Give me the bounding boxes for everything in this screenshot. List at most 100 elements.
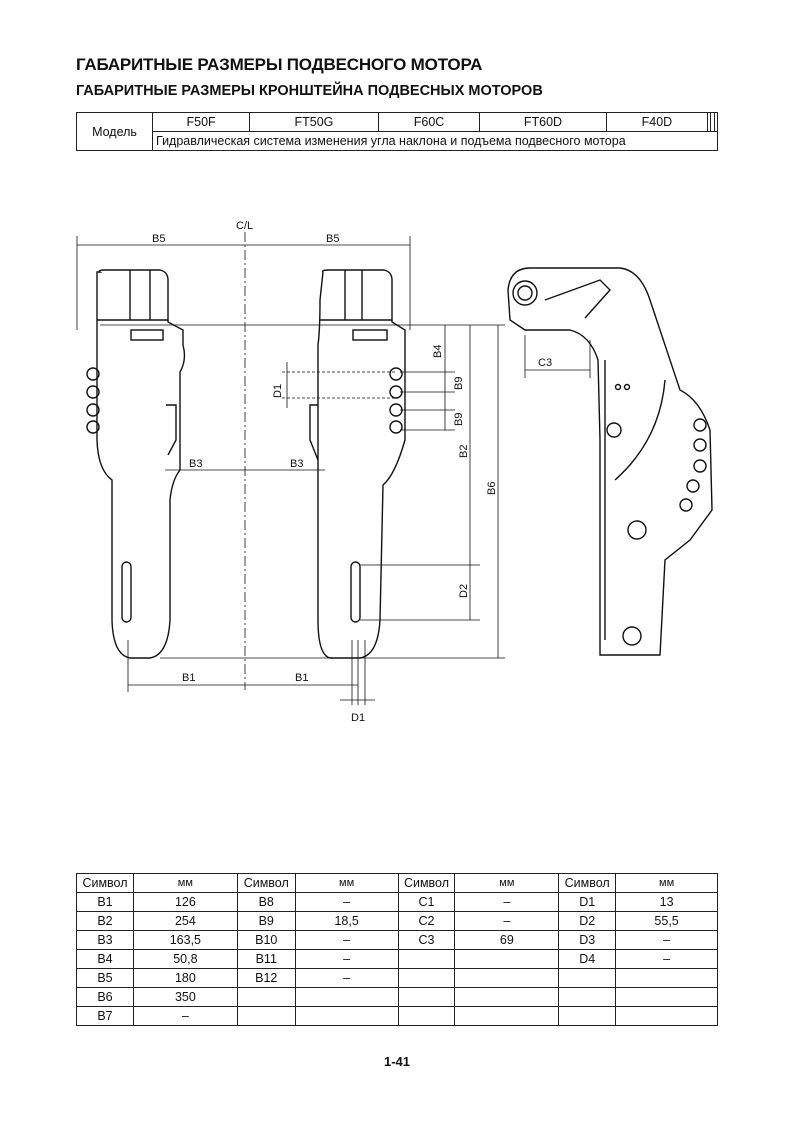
value-cell <box>454 968 560 988</box>
dim-label-b9: B9 <box>453 377 465 390</box>
symbol-cell: B11 <box>236 949 296 969</box>
value-cell: – <box>294 949 399 969</box>
table-row: B7– <box>76 1006 718 1026</box>
dim-label-d1: D1 <box>351 712 365 724</box>
centerline-label: C/L <box>236 220 253 232</box>
model-table: Модель F50F FT50G F60C FT60D F40D Гидрав… <box>76 112 719 151</box>
value-cell <box>454 1006 560 1026</box>
value-cell <box>454 949 560 969</box>
column-header: Символ <box>397 873 456 893</box>
value-cell: – <box>454 892 560 912</box>
symbol-cell: C3 <box>397 930 456 950</box>
value-cell: 18,5 <box>294 911 399 931</box>
column-header: Символ <box>236 873 296 893</box>
symbol-cell <box>558 987 617 1007</box>
column-header: Символ <box>76 873 134 893</box>
model-label: Модель <box>76 112 153 151</box>
bracket-front-left <box>86 269 186 659</box>
column-header: мм <box>454 873 560 893</box>
dim-label-b5: B5 <box>152 233 165 245</box>
bracket-front-right <box>309 269 406 659</box>
dim-label-c3: C3 <box>538 357 552 369</box>
model-cell: F60C <box>377 112 481 132</box>
symbol-cell <box>397 1006 456 1026</box>
model-description: Гидравлическая система изменения угла на… <box>152 131 718 151</box>
value-cell: 350 <box>132 987 238 1007</box>
bracket-side-view <box>507 267 713 656</box>
symbol-cell: B4 <box>76 949 134 969</box>
value-cell: – <box>132 1006 238 1026</box>
value-cell: 126 <box>132 892 238 912</box>
symbol-cell <box>558 968 617 988</box>
value-cell <box>615 987 718 1007</box>
dim-label-d2: D2 <box>458 584 470 598</box>
column-header: мм <box>615 873 718 893</box>
section-title: ГАБАРИТНЫЕ РАЗМЕРЫ КРОНШТЕЙНА ПОДВЕСНЫХ … <box>76 83 543 99</box>
symbol-cell: D3 <box>558 930 617 950</box>
dim-label-b3: B3 <box>189 458 202 470</box>
column-header: мм <box>132 873 238 893</box>
symbol-cell: B12 <box>236 968 296 988</box>
symbol-cell: D1 <box>558 892 617 912</box>
symbol-cell: D2 <box>558 911 617 931</box>
symbol-cell <box>236 1006 296 1026</box>
symbol-cell <box>397 949 456 969</box>
symbol-cell <box>397 968 456 988</box>
symbol-cell: B9 <box>236 911 296 931</box>
page-number: 1-41 <box>383 1054 411 1069</box>
symbol-cell <box>397 987 456 1007</box>
dim-label-b2: B2 <box>458 445 470 458</box>
symbol-cell: B7 <box>76 1006 134 1026</box>
symbol-cell: B3 <box>76 930 134 950</box>
value-cell: 254 <box>132 911 238 931</box>
dim-label-b3: B3 <box>290 458 303 470</box>
symbol-cell: B2 <box>76 911 134 931</box>
column-header: Символ <box>558 873 617 893</box>
value-cell <box>615 1006 718 1026</box>
dim-label-d1: D1 <box>272 384 284 398</box>
value-cell <box>294 987 399 1007</box>
symbol-cell: B10 <box>236 930 296 950</box>
column-header: мм <box>294 873 399 893</box>
dim-label-b5: B5 <box>326 233 339 245</box>
dimension-labels: C/L B5 B5 B3 B3 B1 B1 D1 C3 B4 B9 B9 D1 … <box>152 220 552 724</box>
value-cell: 13 <box>615 892 718 912</box>
value-cell: 69 <box>454 930 560 950</box>
symbol-cell: C2 <box>397 911 456 931</box>
dim-label-b1: B1 <box>182 672 195 684</box>
value-cell: 50,8 <box>132 949 238 969</box>
value-cell: – <box>294 968 399 988</box>
symbol-cell: B5 <box>76 968 134 988</box>
symbol-cell <box>558 1006 617 1026</box>
value-cell: – <box>615 949 718 969</box>
symbol-cell: C1 <box>397 892 456 912</box>
symbol-cell <box>236 987 296 1007</box>
value-cell: 55,5 <box>615 911 718 931</box>
value-cell: – <box>294 892 399 912</box>
value-cell <box>454 987 560 1007</box>
symbol-cell: D4 <box>558 949 617 969</box>
page-title: ГАБАРИТНЫЕ РАЗМЕРЫ ПОДВЕСНОГО МОТОРА <box>76 55 483 74</box>
value-cell: – <box>294 930 399 950</box>
dim-label-b1: B1 <box>295 672 308 684</box>
symbol-cell: B8 <box>236 892 296 912</box>
value-cell: 163,5 <box>132 930 238 950</box>
dim-label-b9: B9 <box>453 413 465 426</box>
symbol-cell: B1 <box>76 892 134 912</box>
dimension-lines <box>76 232 591 705</box>
value-cell <box>294 1006 399 1026</box>
dim-label-b6: B6 <box>486 482 498 495</box>
symbol-cell: B6 <box>76 987 134 1007</box>
dim-label-b4: B4 <box>432 345 444 358</box>
value-cell <box>615 968 718 988</box>
value-cell: – <box>615 930 718 950</box>
